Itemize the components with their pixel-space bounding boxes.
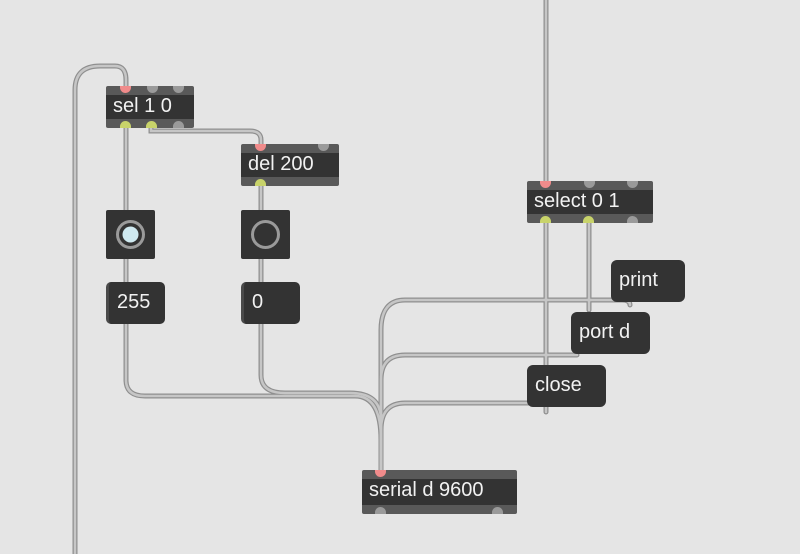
- select-object[interactable]: select 0 1: [527, 181, 653, 223]
- select-outlet-1[interactable]: [540, 216, 551, 223]
- bang-button-right[interactable]: [241, 210, 290, 259]
- port-d-message[interactable]: port d: [571, 312, 650, 354]
- close-message[interactable]: close: [527, 365, 606, 407]
- del-inlet-left[interactable]: [255, 144, 266, 151]
- number-box-right[interactable]: 0: [241, 282, 300, 324]
- sel-object-label: sel 1 0: [113, 95, 172, 117]
- print-message-label: print: [619, 269, 658, 291]
- select-outlet-3[interactable]: [627, 216, 638, 223]
- number-box-left-value: 255: [117, 291, 151, 313]
- serial-outlet-left[interactable]: [375, 507, 386, 514]
- close-message-label: close: [535, 374, 582, 396]
- sel-outlet-1[interactable]: [120, 121, 131, 128]
- del-object[interactable]: del 200: [241, 144, 339, 186]
- select-object-label: select 0 1: [534, 190, 620, 212]
- port-d-message-label: port d: [579, 321, 631, 343]
- bang-circle-icon: [116, 220, 145, 249]
- number-box-right-value: 0: [252, 291, 264, 313]
- del-outlet[interactable]: [255, 179, 266, 186]
- sel-inlet-middle[interactable]: [147, 86, 158, 93]
- serial-inlet[interactable]: [375, 470, 386, 477]
- bang-button-left[interactable]: [106, 210, 155, 259]
- del-object-label: del 200: [248, 153, 314, 175]
- number-box-left[interactable]: 255: [106, 282, 165, 324]
- del-inlet-right[interactable]: [318, 144, 329, 151]
- select-inlet-left[interactable]: [540, 181, 551, 188]
- sel-inlet-left[interactable]: [120, 86, 131, 93]
- bang-circle-icon: [251, 220, 280, 249]
- select-outlet-2[interactable]: [583, 216, 594, 223]
- sel-outlet-3[interactable]: [173, 121, 184, 128]
- serial-object[interactable]: serial d 9600: [362, 470, 517, 514]
- sel-object[interactable]: sel 1 0: [106, 86, 194, 128]
- serial-outlet-right[interactable]: [492, 507, 503, 514]
- select-inlet-right[interactable]: [627, 181, 638, 188]
- sel-outlet-2[interactable]: [146, 121, 157, 128]
- serial-object-label: serial d 9600: [369, 479, 484, 501]
- sel-inlet-right[interactable]: [173, 86, 184, 93]
- print-message[interactable]: print: [611, 260, 685, 302]
- select-inlet-middle[interactable]: [584, 181, 595, 188]
